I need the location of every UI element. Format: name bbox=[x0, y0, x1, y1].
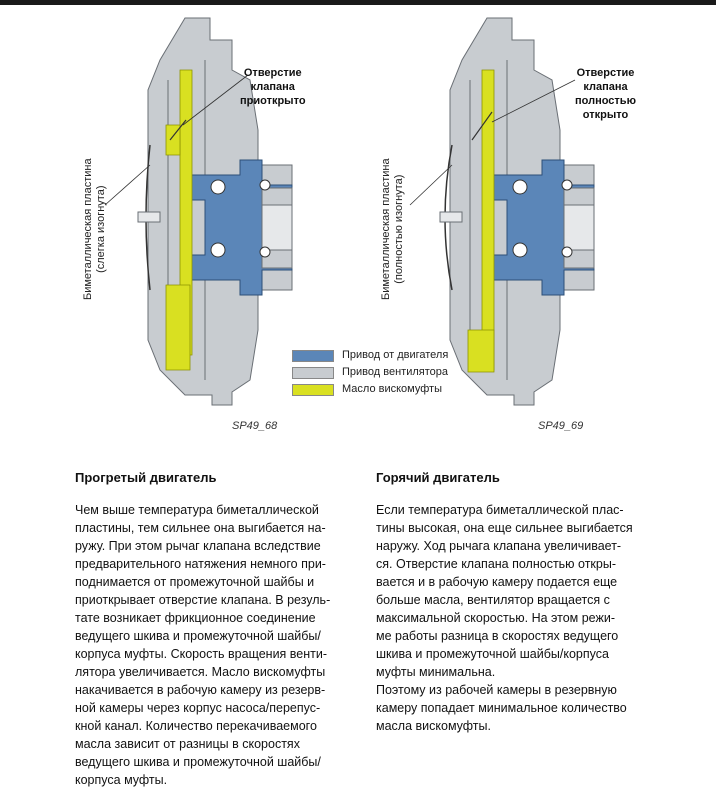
valve-callout-right-line3: полностью bbox=[575, 95, 636, 107]
coupling-diagrams-svg bbox=[104, 17, 595, 406]
valve-callout-right-line2: клапана bbox=[583, 81, 628, 93]
valve-callout-left-line1: Отверстие bbox=[243, 67, 302, 79]
diagrams-area: Биметаллическая пластина (слегка изогнут… bbox=[82, 17, 636, 432]
figure-id-right: SP49_69 bbox=[538, 420, 584, 432]
bimetal-label-left: Биметаллическая пластина (слегка изогнут… bbox=[82, 158, 108, 300]
viscous-oil-left bbox=[179, 69, 193, 356]
diagram-left bbox=[104, 17, 293, 406]
figure-id-left: SP49_68 bbox=[232, 420, 278, 432]
valve-callout-left: Отверстие клапана приоткрыто bbox=[240, 66, 306, 108]
legend-swatch-engine-drive bbox=[292, 350, 334, 362]
bimetal-label-right: Биметаллическая пластина (полностью изог… bbox=[380, 158, 406, 300]
text-warm-engine: Чем выше температура биметаллической пла… bbox=[75, 503, 331, 787]
bimetal-label-left-line2: (слегка изогнута) bbox=[95, 185, 107, 273]
top-border bbox=[0, 0, 716, 5]
column-right: Горячий двигатель Если температура бимет… bbox=[376, 470, 676, 735]
valve-callout-right-line4: открыто bbox=[582, 109, 629, 121]
valve-callout-right: Отверстие клапана полностью открыто bbox=[575, 66, 636, 122]
valve-callout-left-line3: приоткрыто bbox=[240, 95, 306, 107]
legend-label-engine-drive: Привод от двигателя bbox=[342, 349, 449, 361]
diagram-right bbox=[409, 17, 595, 406]
legend-swatch-viscous-oil bbox=[292, 384, 334, 396]
text-hot-engine: Если температура биметаллической плас- т… bbox=[376, 503, 633, 733]
legend-label-viscous-oil: Масло вискомуфты bbox=[342, 383, 442, 395]
valve-callout-right-line1: Отверстие bbox=[576, 67, 635, 79]
legend-label-fan-drive: Привод вентилятора bbox=[342, 366, 448, 378]
heading-warm-engine: Прогретый двигатель bbox=[75, 470, 217, 485]
bimetal-label-right-line2: (полностью изогнута) bbox=[393, 174, 405, 284]
heading-hot-engine: Горячий двигатель bbox=[376, 470, 500, 485]
legend-swatch-fan-drive bbox=[292, 367, 334, 379]
viscous-oil-right bbox=[481, 69, 495, 371]
column-left: Прогретый двигатель Чем выше температура… bbox=[75, 470, 365, 789]
bimetal-label-left-line1: Биметаллическая пластина bbox=[82, 158, 94, 300]
bimetal-label-right-line1: Биметаллическая пластина bbox=[380, 158, 392, 300]
valve-callout-left-line2: клапана bbox=[250, 81, 295, 93]
